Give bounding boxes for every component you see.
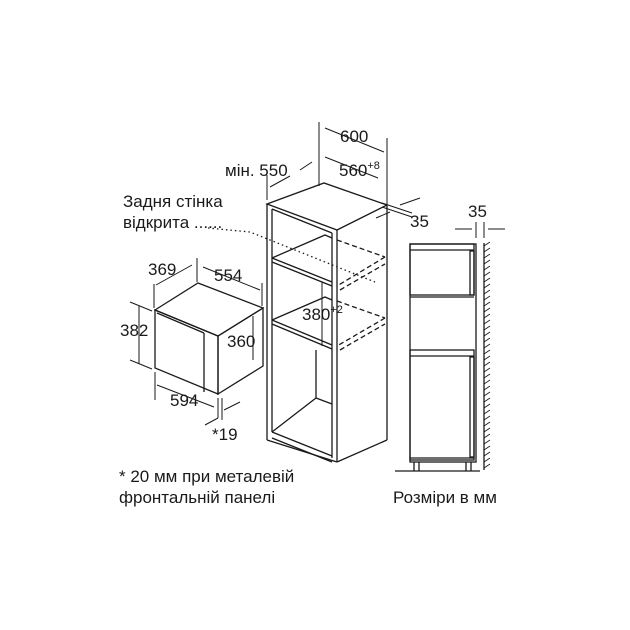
back-wall-open-label-2: відкрита ...... xyxy=(123,214,222,231)
wall-gap-label: 35 xyxy=(468,202,487,221)
back-wall-open-label-1: Задня стінка xyxy=(123,192,223,211)
niche-width-label: 560+8 xyxy=(339,160,380,180)
front-offset-label: 35 xyxy=(410,212,429,231)
niche-width-tolerance: +8 xyxy=(367,160,380,172)
niche-width-value: 560 xyxy=(339,161,368,180)
appliance-height-label: 382 xyxy=(120,321,149,340)
side-view xyxy=(395,243,485,472)
footnote-line-1: * 20 мм при металевій xyxy=(119,467,295,486)
footnote-line-2: фронтальній панелі xyxy=(119,488,276,507)
tall-cabinet xyxy=(207,182,389,463)
appliance-width-label: 594 xyxy=(170,391,199,410)
niche-height-label: 380+2 xyxy=(302,304,343,324)
microwave-appliance xyxy=(153,282,265,396)
niche-height-value: 380 xyxy=(302,305,331,324)
niche-height-tolerance: +2 xyxy=(330,304,343,316)
wall-hatch xyxy=(483,241,491,469)
cabinet-dimension-lines xyxy=(266,122,421,346)
back-wall-dots: ...... xyxy=(193,213,223,232)
appliance-body-height-label: 360 xyxy=(227,332,256,351)
appliance-depth-label: 369 xyxy=(148,260,177,279)
cabinet-width-label: 600 xyxy=(340,127,369,146)
min-depth-label: мін. 550 xyxy=(225,161,288,180)
back-wall-open-text: відкрита xyxy=(123,213,190,232)
side-dimension-lines xyxy=(455,222,505,238)
appliance-width-body-label: 554 xyxy=(214,266,243,285)
front-panel-depth-label: *19 xyxy=(212,425,238,444)
appliance-dimension-lines xyxy=(129,258,263,426)
units-label: Розміри в мм xyxy=(393,488,497,507)
